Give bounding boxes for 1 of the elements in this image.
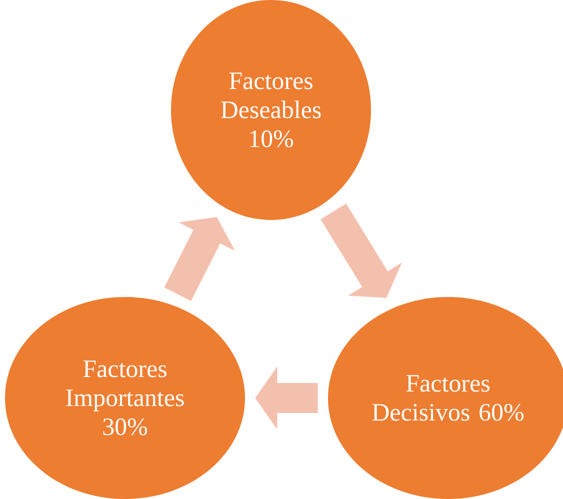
block-arrow [320,204,402,298]
